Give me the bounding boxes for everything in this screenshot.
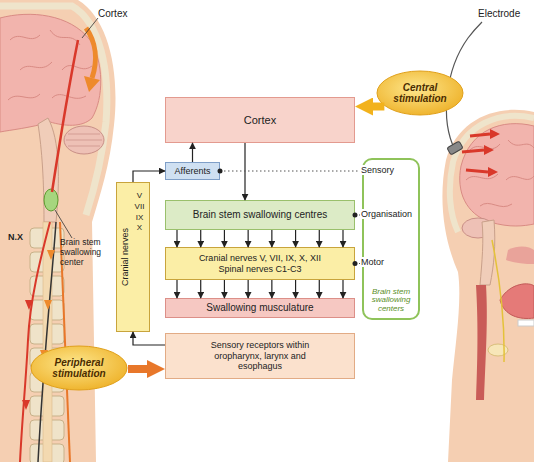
connector [343,230,344,247]
stimulation-ellipse: Central stimulation [376,70,464,116]
connector [245,143,246,200]
connector [353,213,363,218]
callout-label: Electrode [478,8,520,20]
nerves-box: Cranial nerves V, VII, IX, X, XIISpinal … [165,247,355,280]
connector [295,230,296,247]
connector-line [342,230,343,247]
connector [319,280,320,298]
centre-box: Brain stem swallowing centres [165,200,355,230]
connector-line [364,103,384,111]
nerves-bar: Cranial nervesV VII IX X [116,182,150,332]
connector-line [295,230,296,247]
connector [177,280,178,298]
callout-label: Cortex [98,8,127,20]
connector [192,143,193,162]
callout-label: Sensory [360,165,395,175]
connector-line [133,171,165,182]
node-text: Brain stem swallowing centres [193,209,328,221]
connector-line [244,143,245,200]
stimulation-ellipse: Peripheral stimulation [30,345,128,391]
callout-label: Brain stem swallowing center [60,238,116,267]
callout-label: Organisation [360,209,413,219]
connector [248,280,249,298]
connector [133,171,165,182]
connector-line [128,365,156,373]
callout-label: N.X [8,232,23,242]
connector [319,230,320,247]
connector [224,280,225,298]
connector-line [192,143,193,162]
connector [295,280,296,298]
connector-line [220,171,362,172]
connector-dot [353,213,358,218]
connector [271,280,272,298]
connector-line [200,280,201,298]
connector [218,169,363,174]
connector [200,230,201,247]
connector-line [248,280,249,298]
connector-line [248,230,249,247]
node-text: Cortex [244,114,276,127]
connector [224,230,225,247]
connector-line [224,230,225,247]
node-text: Cranial nerves [120,189,130,325]
connector-line [295,280,296,298]
connector-dot [353,261,358,266]
receptor-box: Sensory receptors within oropharynx, lar… [165,333,355,379]
connector-line [271,280,272,298]
afferents-box: Afferents [165,162,220,180]
connector-line [355,215,362,216]
connector [177,230,178,247]
connector [271,230,272,247]
node-text: Brain stem swallowing centers [360,288,422,314]
connector [200,280,201,298]
group-box: Brain stem swallowing centers [362,158,420,320]
connector [128,369,156,370]
node-text: Sensory receptors within oropharynx, lar… [204,340,316,371]
connector-line [319,230,320,247]
connector-line [342,280,343,298]
node-text: V VII IX X [132,191,147,234]
muscle-box: Swallowing musculature [165,298,355,318]
node-text: Cranial nerves V, VII, IX, X, XII [199,253,321,263]
connector-line [176,280,177,298]
connector [364,106,384,107]
connector-line [319,280,320,298]
node-text: Afferents [175,166,211,176]
cortex-box: Cortex [165,97,355,143]
connector-line [224,280,225,298]
connector-line [271,230,272,247]
node-text: Spinal nerves C1-C3 [218,264,301,274]
connector-line [200,230,201,247]
node-text: Peripheral stimulation [44,357,114,380]
connector-dot [218,169,223,174]
connector-line [176,230,177,247]
node-text: Central stimulation [385,82,455,105]
node-text: Swallowing musculature [206,302,313,314]
left-head-illustration [0,0,116,462]
connector-line [133,332,165,345]
connector [248,230,249,247]
connector [343,280,344,298]
connector [353,261,363,266]
connector-line [355,263,362,264]
connector [133,332,165,345]
